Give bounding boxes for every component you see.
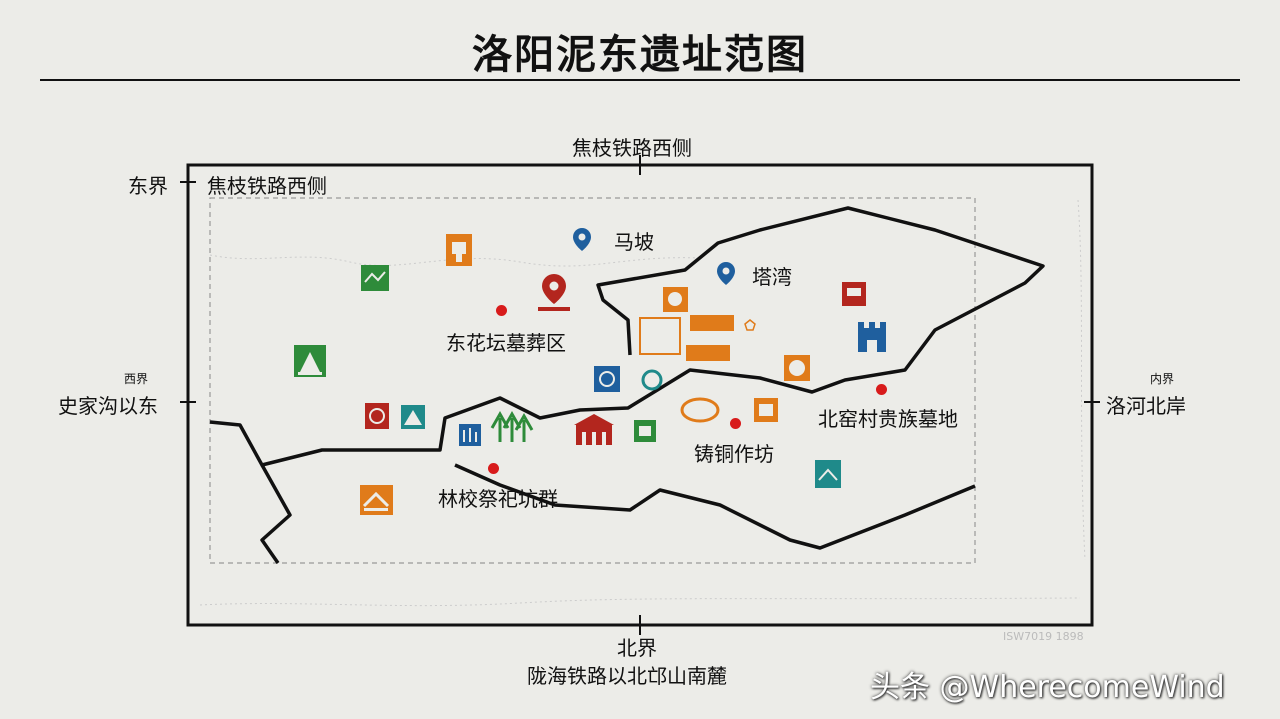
vessel-icon — [784, 355, 810, 381]
west-boundary-small: 西界 — [124, 372, 149, 386]
hill-icon — [401, 405, 425, 429]
building-icon — [446, 234, 472, 266]
inner-dashed-frame — [209, 197, 976, 564]
site-marker — [876, 384, 887, 395]
watermark: 头条 @WherecomeWind — [870, 670, 1225, 705]
bronze-icon — [639, 315, 734, 361]
bronze-icon — [365, 403, 389, 429]
pin-icon — [573, 228, 591, 251]
site-label-beiyaocun: 北窑村贵族墓地 — [818, 407, 958, 431]
map-title: 洛阳泥东遗址范图 — [472, 32, 808, 78]
scroll-icon — [634, 420, 656, 442]
west-boundary-value: 史家沟以东 — [58, 394, 158, 418]
inner-boundary-small: 内界 — [1150, 372, 1175, 386]
monument-icon — [294, 345, 326, 377]
vessel-icon — [594, 366, 620, 392]
map-stamp: ISW7019 1898 — [1003, 630, 1084, 643]
inner-boundary-value: 洛河北岸 — [1106, 394, 1186, 418]
building-icon — [842, 282, 866, 306]
hill-icon — [360, 485, 393, 515]
pin-icon — [538, 274, 570, 311]
bronze-icon — [680, 397, 720, 423]
boundary-upper — [209, 206, 1045, 467]
site-label-linxiao: 林校祭祀坑群 — [438, 487, 558, 511]
tree-icon — [490, 410, 534, 442]
title-rule — [40, 79, 1240, 81]
top-boundary-label: 焦枝铁路西侧 — [572, 136, 692, 160]
scroll-icon — [754, 398, 778, 422]
hill-icon — [361, 265, 389, 291]
east-boundary-label: 东界 — [128, 174, 168, 198]
site-label-mapo: 马坡 — [614, 230, 654, 254]
tower-icon — [858, 322, 886, 352]
boundary-lower — [260, 464, 292, 564]
site-label-zhutong: 铸铜作坊 — [694, 442, 774, 466]
north-boundary-value: 陇海铁路以北邙山南麓 — [527, 664, 727, 688]
tree-icon — [459, 424, 481, 446]
boundary-river — [454, 463, 976, 550]
site-marker — [496, 305, 507, 316]
vessel-icon — [641, 369, 663, 391]
north-boundary-label: 北界 — [617, 636, 657, 660]
site-marker — [488, 463, 499, 474]
site-marker — [730, 418, 741, 429]
hill-icon — [815, 460, 841, 488]
site-label-donghuatan: 东花坛墓葬区 — [446, 331, 566, 355]
east-boundary-value: 焦枝铁路西侧 — [207, 174, 327, 198]
vessel-icon — [744, 319, 756, 331]
site-label-tawan: 塔湾 — [752, 265, 792, 289]
vessel-icon — [663, 287, 688, 312]
pin-icon — [717, 262, 735, 285]
gate-icon — [574, 414, 614, 445]
